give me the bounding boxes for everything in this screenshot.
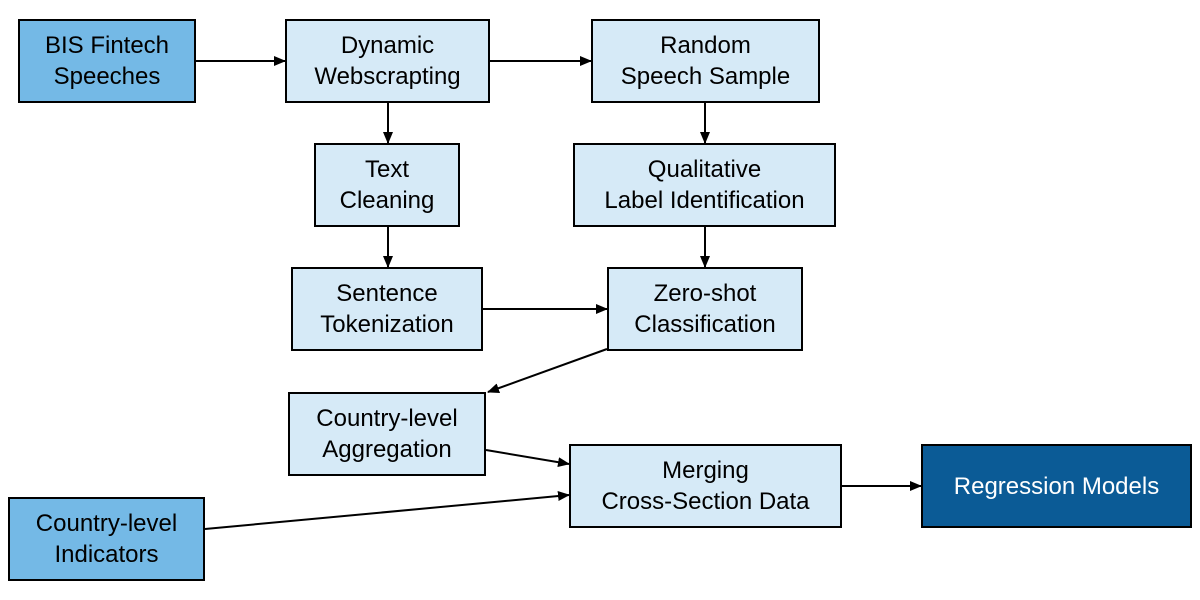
node-label-line2: Speeches (53, 63, 161, 90)
node-dynamic-webscraping: Dynamic Webscrapting (285, 19, 490, 103)
node-label-line1: Country-level (35, 510, 178, 537)
node-label-line2: Tokenization (320, 311, 454, 338)
node-label-line1: Zero-shot (653, 280, 757, 307)
node-label-line2: Classification (634, 311, 776, 338)
edge-indicators-to-merging (204, 491, 570, 530)
node-qualitative-label-identification: Qualitative Label Identification (573, 143, 836, 227)
node-country-level-aggregation: Country-level Aggregation (288, 392, 486, 476)
node-regression-models: Regression Models (921, 444, 1192, 528)
node-label-line1: Merging (662, 457, 749, 484)
node-country-level-indicators: Country-level Indicators (8, 497, 205, 581)
node-zero-shot-classification: Zero-shot Classification (607, 267, 803, 351)
node-label-line1: Dynamic (340, 32, 435, 59)
node-label-line2: Cleaning (339, 187, 435, 214)
node-random-speech-sample: Random Speech Sample (591, 19, 820, 103)
edge-aggregation-to-merging (485, 449, 570, 468)
node-label-line2: Indicators (54, 541, 159, 568)
node-label-line1: Regression Models (953, 472, 1160, 500)
node-label-line2: Speech Sample (620, 63, 791, 90)
node-label-line1: Sentence (336, 280, 438, 307)
node-label-line1: BIS Fintech (44, 32, 170, 59)
edge-zero-shot-to-aggregation (487, 348, 608, 393)
node-label-line2: Aggregation (322, 436, 452, 463)
node-label-line2: Label Identification (604, 187, 805, 214)
node-merging-cross-section-data: Merging Cross-Section Data (569, 444, 842, 528)
node-label-line2: Webscrapting (314, 63, 461, 90)
node-text-cleaning: Text Cleaning (314, 143, 460, 227)
node-label-line1: Country-level (316, 405, 458, 432)
node-bis-fintech-speeches: BIS Fintech Speeches (18, 19, 196, 103)
node-sentence-tokenization: Sentence Tokenization (291, 267, 483, 351)
node-label-line1: Random (660, 32, 751, 59)
node-label-line1: Qualitative (647, 156, 762, 183)
node-label-line1: Text (364, 156, 409, 183)
node-label-line2: Cross-Section Data (601, 488, 810, 515)
